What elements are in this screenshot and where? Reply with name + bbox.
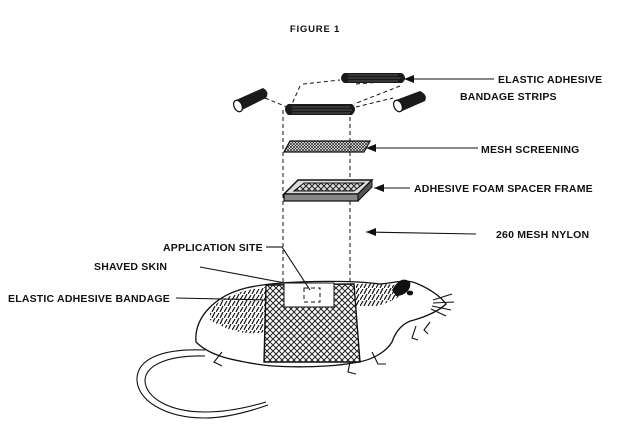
rat-illustration xyxy=(137,280,454,418)
label-strips-line1: ELASTIC ADHESIVE xyxy=(498,74,602,86)
strip-center xyxy=(285,104,355,115)
label-shaved-skin: SHAVED SKIN xyxy=(94,261,167,273)
figure-title: FIGURE 1 xyxy=(290,24,340,35)
label-nylon: 260 MESH NYLON xyxy=(496,229,589,241)
strip-left xyxy=(232,88,268,113)
shaved-skin-area xyxy=(284,283,334,307)
label-mesh-screening: MESH SCREENING xyxy=(481,144,579,156)
mesh-screening xyxy=(284,141,370,152)
label-application-site: APPLICATION SITE xyxy=(163,242,263,254)
foam-spacer-frame xyxy=(284,180,372,201)
strip-right xyxy=(392,91,426,113)
strip-top xyxy=(341,73,405,83)
bandage-strips xyxy=(232,73,426,115)
label-bandage: ELASTIC ADHESIVE BANDAGE xyxy=(8,293,170,305)
label-strips-line2: BANDAGE STRIPS xyxy=(460,91,557,103)
label-foam-frame: ADHESIVE FOAM SPACER FRAME xyxy=(414,183,593,195)
